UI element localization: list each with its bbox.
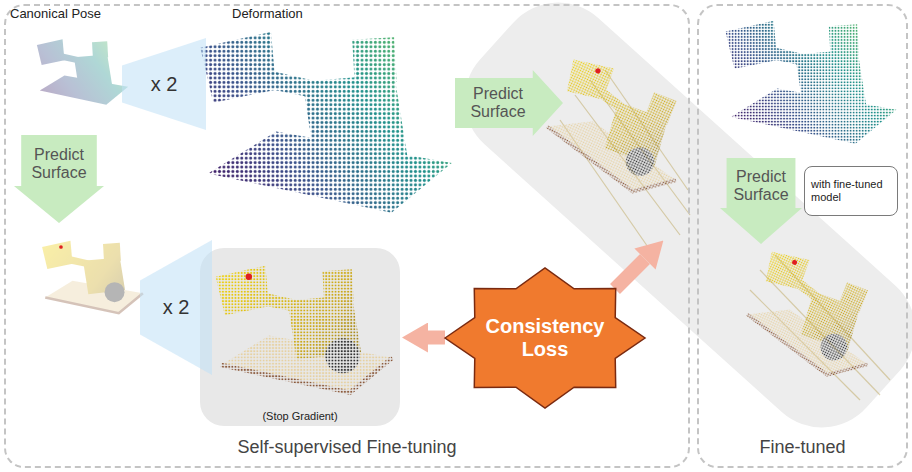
gray-band — [440, 0, 912, 452]
panel-caption: Deformation — [232, 6, 303, 21]
predict-arrow-outline — [14, 135, 104, 223]
stop-gradient-ground — [200, 248, 400, 426]
node-text: Consistency Loss — [471, 315, 619, 361]
deformed-point-cloud — [200, 32, 452, 213]
panel-caption: Canonical Pose — [10, 6, 101, 21]
node-text: x 2 — [163, 296, 190, 319]
fine-tuned-prediction-cloud — [734, 244, 897, 388]
node-text: Predict Surface — [728, 168, 794, 205]
node-text: Fine-tuned — [759, 437, 845, 458]
canonical-point-cloud — [37, 39, 128, 105]
deformed-point-cloud — [726, 21, 897, 144]
consistency-arrow — [428, 331, 445, 345]
predict-arrow: Predict Surface — [720, 158, 802, 244]
node-text: with fine-tuned model — [811, 178, 891, 204]
predict-arrow-outline — [455, 70, 563, 136]
node-text: (Stop Gradient) — [262, 410, 337, 422]
scale-wedge-outline — [140, 240, 212, 375]
stop-gradient-region: (Stop Gradient) — [200, 248, 400, 426]
node-text: Predict Surface — [463, 85, 533, 122]
loss-starburst-outline — [445, 268, 645, 408]
consistency-arrow — [615, 259, 645, 289]
loss-starburst: Consistency Loss — [445, 268, 645, 408]
node-text: Predict Surface — [22, 146, 96, 183]
predicted-surface-cloud — [534, 51, 708, 206]
stage-panel: Self-supervised Fine-tuning Predict Surfa… — [4, 4, 690, 468]
scaled-prediction-cloud — [216, 266, 393, 393]
note-box: with fine-tuned model — [804, 166, 898, 216]
predict-arrow-outline — [720, 158, 802, 244]
scale-wedge: x 2 — [140, 240, 212, 375]
scale-wedge-outline — [122, 38, 206, 130]
node-text: Self-supervised Fine-tuning — [237, 437, 456, 458]
scale-wedge: x 2 — [122, 38, 206, 130]
predict-arrow: Predict Surface — [14, 135, 104, 223]
stage-panel: Fine-tuned Predict Surface with fine-tuned… — [697, 4, 908, 468]
node-text: x 2 — [151, 73, 178, 96]
predict-arrow: Predict Surface — [455, 70, 563, 136]
predicted-surface-cloud — [42, 241, 143, 313]
